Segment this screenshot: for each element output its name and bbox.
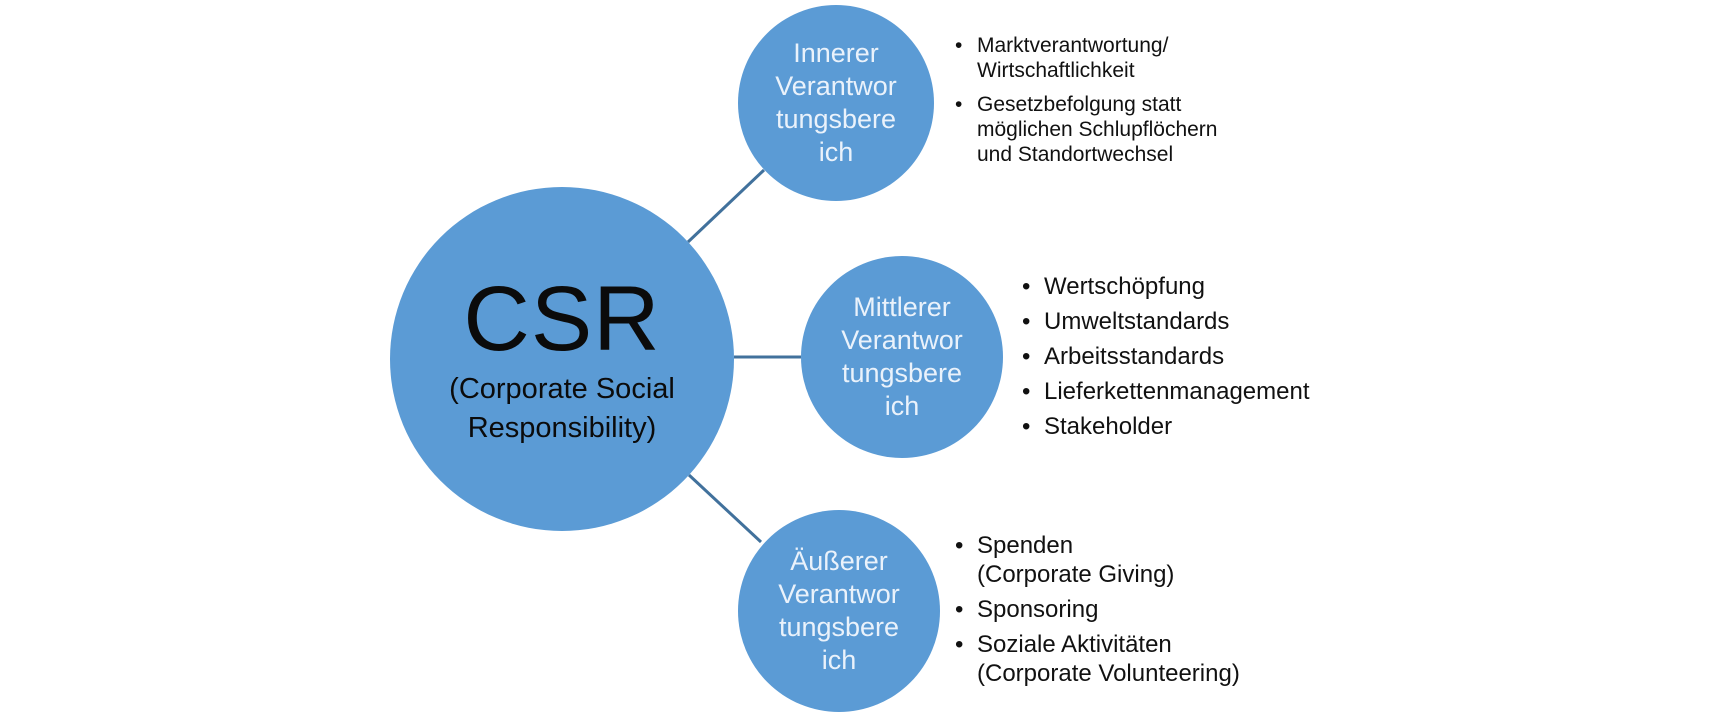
bullet-text: Sponsoring — [977, 596, 1099, 623]
bullet-text: Soziale Aktivitäten (Corporate Volunteer… — [977, 631, 1240, 687]
node-label: Innerer Verantwor tungsbere ich — [775, 38, 897, 167]
central-node-title: CSR — [463, 268, 661, 370]
bullet-item: • Gesetzbefolgung statt möglichen Schlupf… — [955, 92, 1285, 167]
bullet-dot-icon: • — [955, 532, 964, 559]
bullet-list-innerer: •Marktverantwortung/ Wirtschaftlichkeit•… — [955, 33, 1285, 176]
bullet-item: • Umweltstandards — [1022, 307, 1362, 336]
bullet-text: Spenden (Corporate Giving) — [977, 532, 1175, 588]
node-label: Mittlerer Verantwor tungsbere ich — [841, 292, 963, 421]
central-node-text: CSR (Corporate Social Responsibility) — [449, 270, 675, 448]
bullet-dot-icon: • — [1022, 343, 1031, 370]
bullet-text: Stakeholder — [1044, 413, 1173, 440]
bullet-text: Umweltstandards — [1044, 308, 1230, 335]
bullet-list-mittlerer: • Wertschöpfung • Umweltstandards • Arbeitsst… — [1022, 272, 1362, 447]
bullet-item: • Stakeholder — [1022, 412, 1362, 441]
node-label: Äußerer Verantwor tungsbere ich — [778, 546, 900, 675]
bullet-text: Wertschöpfung — [1044, 273, 1205, 300]
node-innerer-verantwortungsbereich: Innerer Verantwor tungsbere ich — [738, 5, 934, 201]
node-mittlerer-verantwortungsbereich: Mittlerer Verantwor tungsbere ich — [801, 256, 1003, 458]
bullet-item: • Wertschöpfung — [1022, 272, 1362, 301]
bullet-text: Arbeitsstandards — [1044, 343, 1225, 370]
bullet-dot-icon: • — [955, 596, 964, 623]
bullet-text: Gesetzbefolgung statt möglichen Schlupfl… — [977, 93, 1218, 166]
bullet-dot-icon: • — [1022, 413, 1031, 440]
bullet-dot-icon: • — [955, 93, 963, 116]
node-aeusserer-verantwortungsbereich: Äußerer Verantwor tungsbere ich — [738, 510, 940, 712]
bullet-item: • Lieferkettenmanagement — [1022, 377, 1362, 406]
connector-center-to-outer — [687, 473, 763, 544]
bullet-text: Lieferkettenmanagement — [1044, 378, 1310, 405]
bullet-dot-icon: • — [955, 34, 963, 57]
bullet-text: Marktverantwortung/ Wirtschaftlichkeit — [977, 34, 1169, 82]
bullet-list-aeusserer: • Spenden (Corporate Giving) • Sponsoring • S… — [955, 531, 1315, 694]
bullet-item: • Sponsoring — [955, 595, 1315, 624]
bullet-dot-icon: • — [1022, 273, 1031, 300]
bullet-item: • Arbeitsstandards — [1022, 342, 1362, 371]
central-node-csr: CSR (Corporate Social Responsibility) — [390, 187, 734, 531]
bullet-item: • Soziale Aktivitäten (Corporate Voluntee… — [955, 630, 1315, 688]
bullet-dot-icon: • — [1022, 308, 1031, 335]
central-node-subtitle: (Corporate Social Responsibility) — [449, 373, 675, 444]
bullet-item: • Marktverantwortung/ Wirtschaftlichkeit — [955, 33, 1285, 83]
bullet-dot-icon: • — [955, 631, 964, 658]
connector-center-to-inner — [686, 168, 766, 244]
bullet-item: • Spenden (Corporate Giving) — [955, 531, 1315, 589]
bullet-dot-icon: • — [1022, 378, 1031, 405]
